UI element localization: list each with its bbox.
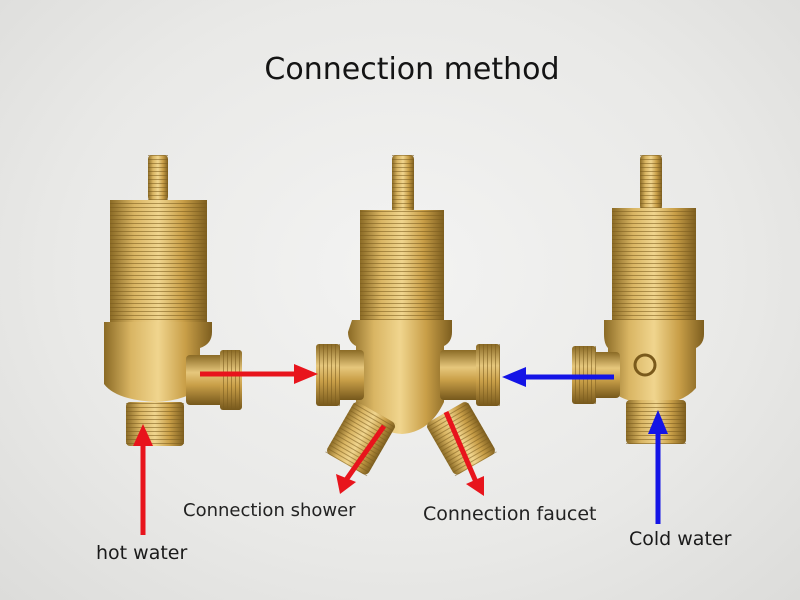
logo-mark: [633, 353, 657, 377]
shower-outlet-arrow: [336, 424, 387, 494]
cold-water-label: Cold water: [629, 528, 732, 550]
page-title: Connection method: [264, 52, 560, 87]
center-valve: [316, 155, 500, 477]
right-valve: [572, 155, 704, 444]
connection-shower-label: Connection shower: [183, 500, 356, 521]
hot-to-center-arrow: [200, 364, 318, 384]
left-valve: [104, 155, 242, 446]
hot-water-arrow: [133, 424, 153, 535]
connection-faucet-label: Connection faucet: [423, 503, 597, 525]
cold-water-arrow: [648, 410, 668, 524]
faucet-outlet-arrow: [443, 411, 484, 496]
hot-water-label: hot water: [96, 542, 188, 564]
cold-to-center-arrow: [502, 367, 614, 387]
